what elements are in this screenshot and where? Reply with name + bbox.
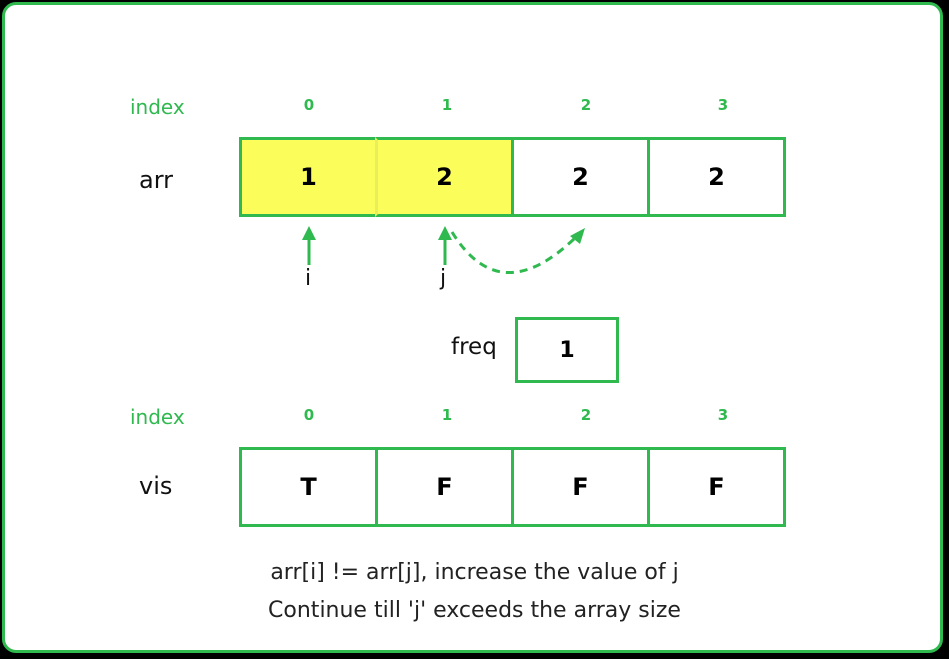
vis-cell-1: F (375, 447, 514, 527)
top-index-2: 2 (580, 96, 592, 114)
bottom-index-label: index (130, 405, 185, 429)
top-index-1: 1 (441, 96, 453, 114)
j-pointer-label: j (440, 266, 447, 291)
freq-label: freq (451, 334, 497, 360)
caption-line-2: Continue till 'j' exceeds the array size (268, 598, 681, 623)
vis-label: vis (139, 472, 173, 500)
bottom-index-0: 0 (303, 406, 315, 424)
bottom-index-3: 3 (717, 406, 729, 424)
top-index-0: 0 (303, 96, 315, 114)
j-pointer-arrow (438, 226, 452, 265)
caption-line-1: arr[i] != arr[j], increase the value of … (270, 560, 679, 585)
arr-label: arr (139, 166, 174, 194)
vis-cell-3: F (647, 447, 786, 527)
arr-cell-0: 1 (239, 137, 378, 217)
i-pointer-label: i (305, 266, 312, 291)
vis-cell-2: F (511, 447, 650, 527)
i-pointer-arrow (302, 226, 316, 265)
j-advance-arrow (450, 228, 585, 274)
arr-cells: 1 2 2 2 (239, 137, 786, 217)
vis-cells: T F F F (239, 447, 786, 527)
bottom-index-2: 2 (580, 406, 592, 424)
top-index-3: 3 (717, 96, 729, 114)
vis-cell-0: T (239, 447, 378, 527)
diagram-frame (2, 2, 943, 653)
bottom-index-1: 1 (441, 406, 453, 424)
arr-cell-1: 2 (375, 137, 514, 217)
arr-cell-3: 2 (647, 137, 786, 217)
freq-box: 1 (515, 317, 619, 383)
top-index-label: index (130, 95, 185, 119)
